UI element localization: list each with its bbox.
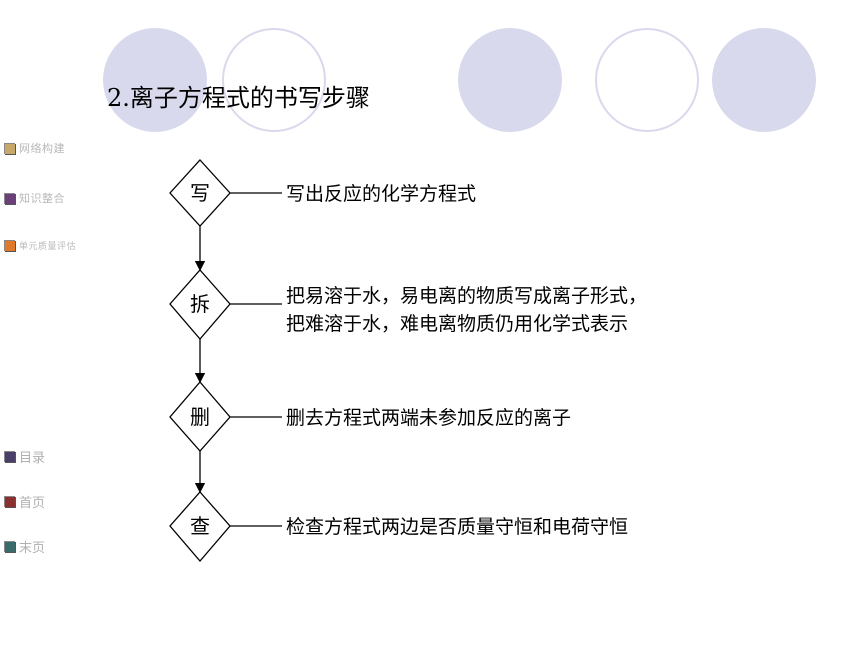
step-desc: 把难溶于水，难电离物质仍用化学式表示 — [286, 313, 628, 335]
nav-home[interactable]: 首页 — [4, 493, 45, 511]
step-char: 删 — [190, 405, 210, 429]
sidebar-item-assessment[interactable]: 单元质量评估 — [4, 237, 76, 253]
sidebar-item-network[interactable]: 网络构建 — [4, 140, 65, 156]
step-desc: 检查方程式两边是否质量守恒和电荷守恒 — [286, 516, 628, 538]
square-icon — [4, 142, 15, 154]
diamond — [169, 269, 231, 340]
step-write: 写 写出反应的化学方程式 — [169, 159, 476, 227]
step-delete: 删 删去方程式两端未参加反应的离子 — [169, 381, 571, 452]
diamond — [169, 491, 231, 562]
decor-circle-2 — [222, 28, 326, 132]
decor-circle-1 — [103, 28, 207, 132]
nav-last[interactable]: 末页 — [4, 538, 45, 556]
step-desc: 写出反应的化学方程式 — [286, 183, 476, 205]
nav-contents[interactable]: 目录 — [4, 448, 45, 466]
diamond — [169, 159, 231, 227]
step-split: 拆 把易溶于水，易电离的物质写成离子形式， 把难溶于水，难电离物质仍用化学式表示 — [169, 269, 647, 340]
step-desc: 把易溶于水，易电离的物质写成离子形式， — [286, 285, 647, 307]
step-check: 查 检查方程式两边是否质量守恒和电荷守恒 — [169, 491, 628, 562]
decor-circle-5 — [712, 28, 816, 132]
step-char: 拆 — [190, 292, 210, 316]
decor-circle-4 — [595, 28, 699, 132]
square-icon — [4, 450, 15, 462]
sidebar-item-knowledge[interactable]: 知识整合 — [4, 190, 65, 206]
step-char: 写 — [190, 181, 210, 205]
square-icon — [4, 192, 15, 204]
decor-circle-3 — [458, 28, 562, 132]
diamond — [169, 381, 231, 452]
page-title: 2.离子方程式的书写步骤 — [107, 84, 370, 112]
square-icon — [4, 239, 15, 251]
step-char: 查 — [190, 514, 210, 538]
square-icon — [4, 495, 15, 507]
step-desc: 删去方程式两端未参加反应的离子 — [286, 407, 571, 429]
square-icon — [4, 540, 15, 552]
